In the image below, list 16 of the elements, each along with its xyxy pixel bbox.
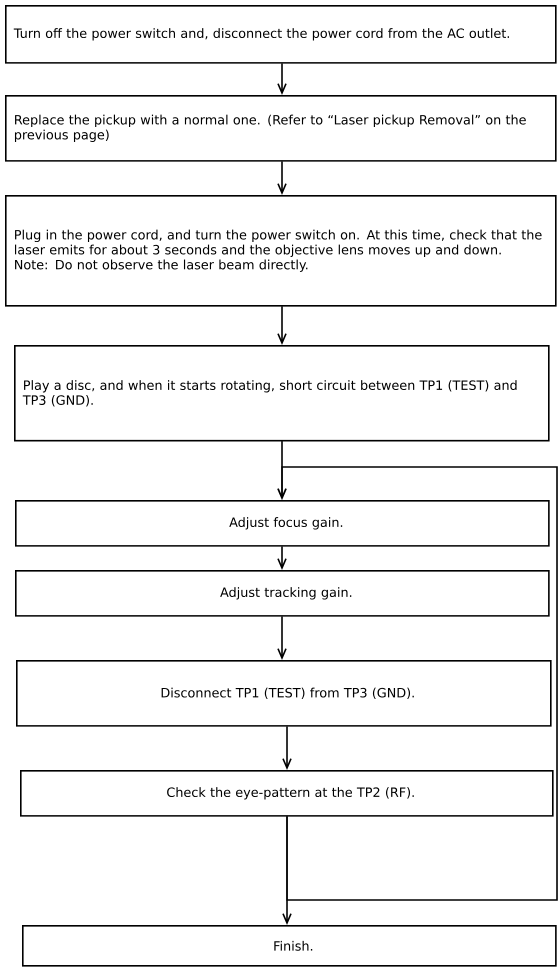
process-box: Finish. bbox=[22, 925, 557, 967]
arrow bbox=[277, 306, 287, 345]
process-box: Disconnect TP1 (TEST) from TP3 (GND). bbox=[16, 660, 552, 727]
process-box: Check the eye-pattern at the TP2 (RF). bbox=[20, 770, 554, 817]
arrow bbox=[277, 546, 287, 570]
process-box: Adjust focus gain. bbox=[15, 500, 550, 547]
arrow bbox=[277, 616, 287, 660]
process-box: Adjust tracking gain. bbox=[15, 570, 550, 617]
arrow bbox=[282, 726, 292, 770]
arrow bbox=[277, 64, 287, 95]
loop-arrow bbox=[277, 466, 558, 901]
process-box: Turn off the power switch and, disconnect the power cord from the AC outlet. bbox=[5, 5, 557, 64]
process-box: Play a disc, and when it starts rotating, short circuit between TP1 (TEST) and TP3 (GND). bbox=[14, 345, 550, 442]
arrow bbox=[277, 162, 287, 195]
process-box: Plug in the power cord, and turn the power switch on. At this time, check that the laser emits for about 3 seconds and the objective lens moves up and down. Note: Do not observe the laser beam directly. bbox=[5, 195, 557, 307]
process-box: Replace the pickup with a normal one. (Refer to “Laser pickup Removal” on the previous page) bbox=[5, 95, 557, 162]
